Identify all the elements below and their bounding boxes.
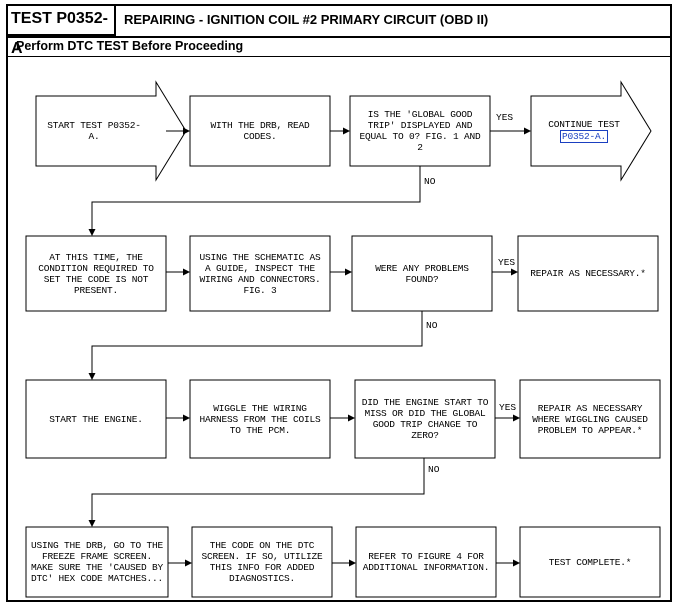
- header-divider: [6, 36, 672, 38]
- condition-box: [25, 235, 167, 312]
- global-good-trip-box: [349, 95, 491, 167]
- no-label-3: NO: [428, 464, 440, 475]
- engine-miss-question: DID THE ENGINE START TO MISS OR DID THE …: [361, 397, 489, 441]
- refer-fig4-box: [355, 526, 497, 598]
- dtc-screen-box: [191, 526, 333, 598]
- no-label-1: NO: [424, 176, 436, 187]
- yes-label-3: YES: [499, 402, 517, 413]
- continue-test-link[interactable]: P0352-A.: [559, 130, 608, 143]
- continue-test-step: CONTINUE TEST P0352-A.: [536, 96, 632, 166]
- continue-test-arrow-shape: [530, 80, 652, 182]
- engine-miss-box: [354, 379, 496, 459]
- yes-label-2: YES: [498, 257, 516, 268]
- repair-as-necessary-step: REPAIR AS NECESSARY.*: [530, 268, 646, 279]
- problems-found-question: WERE ANY PROBLEMS FOUND?: [375, 262, 469, 285]
- repair-wiggling-box: [519, 379, 661, 459]
- repair-box: [517, 235, 659, 312]
- test-id: TEST P0352-A: [6, 4, 116, 57]
- inspect-wiring-step: USING THE SCHEMATIC AS A GUIDE, INSPECT …: [199, 251, 321, 296]
- start-test-step: START TEST P0352-A.: [47, 120, 141, 142]
- page-subtitle: Perform DTC TEST Before Proceeding: [16, 39, 244, 53]
- repair-wiggling-step: REPAIR AS NECESSARY WHERE WIGGLING CAUSE…: [532, 402, 648, 436]
- arrow-no-2: [88, 311, 423, 380]
- test-complete-step: TEST COMPLETE.*: [548, 556, 632, 568]
- read-codes-step: WITH THE DRB, READ CODES.: [210, 120, 310, 142]
- test-complete-box: [519, 526, 661, 598]
- start-engine-box: [25, 379, 167, 459]
- freeze-frame-step: USING THE DRB, GO TO THE FREEZE FRAME SC…: [30, 540, 164, 584]
- read-codes-box: [189, 95, 331, 167]
- dtc-screen-step: THE CODE ON THE DTC SCREEN. IF SO, UTILI…: [201, 540, 323, 584]
- wiggle-wiring-step: WIGGLE THE WIRING HARNESS FROM THE COILS…: [199, 402, 321, 436]
- wiggle-wiring-box: [189, 379, 331, 459]
- yes-label-1: YES: [496, 112, 514, 123]
- page-title: REPAIRING - IGNITION COIL #2 PRIMARY CIR…: [124, 12, 489, 27]
- start-test-arrow-shape: [35, 80, 187, 182]
- condition-not-present-step: AT THIS TIME, THE CONDITION REQUIRED TO …: [38, 251, 154, 296]
- subtitle-divider: [6, 56, 672, 57]
- page-frame: [6, 4, 672, 602]
- arrow-no-1: [88, 166, 421, 236]
- continue-test-text: CONTINUE TEST: [548, 119, 620, 130]
- arrow-no-3: [88, 458, 425, 527]
- start-engine-step: START THE ENGINE.: [49, 413, 143, 425]
- no-label-2: NO: [426, 320, 438, 331]
- freeze-frame-box: [25, 526, 169, 598]
- refer-fig4-step: REFER TO FIGURE 4 FOR ADDITIONAL INFORMA…: [362, 551, 490, 573]
- problems-found-box: [351, 235, 493, 312]
- global-good-trip-question: IS THE 'GLOBAL GOOD TRIP' DISPLAYED AND …: [359, 109, 481, 153]
- inspect-wiring-box: [189, 235, 331, 312]
